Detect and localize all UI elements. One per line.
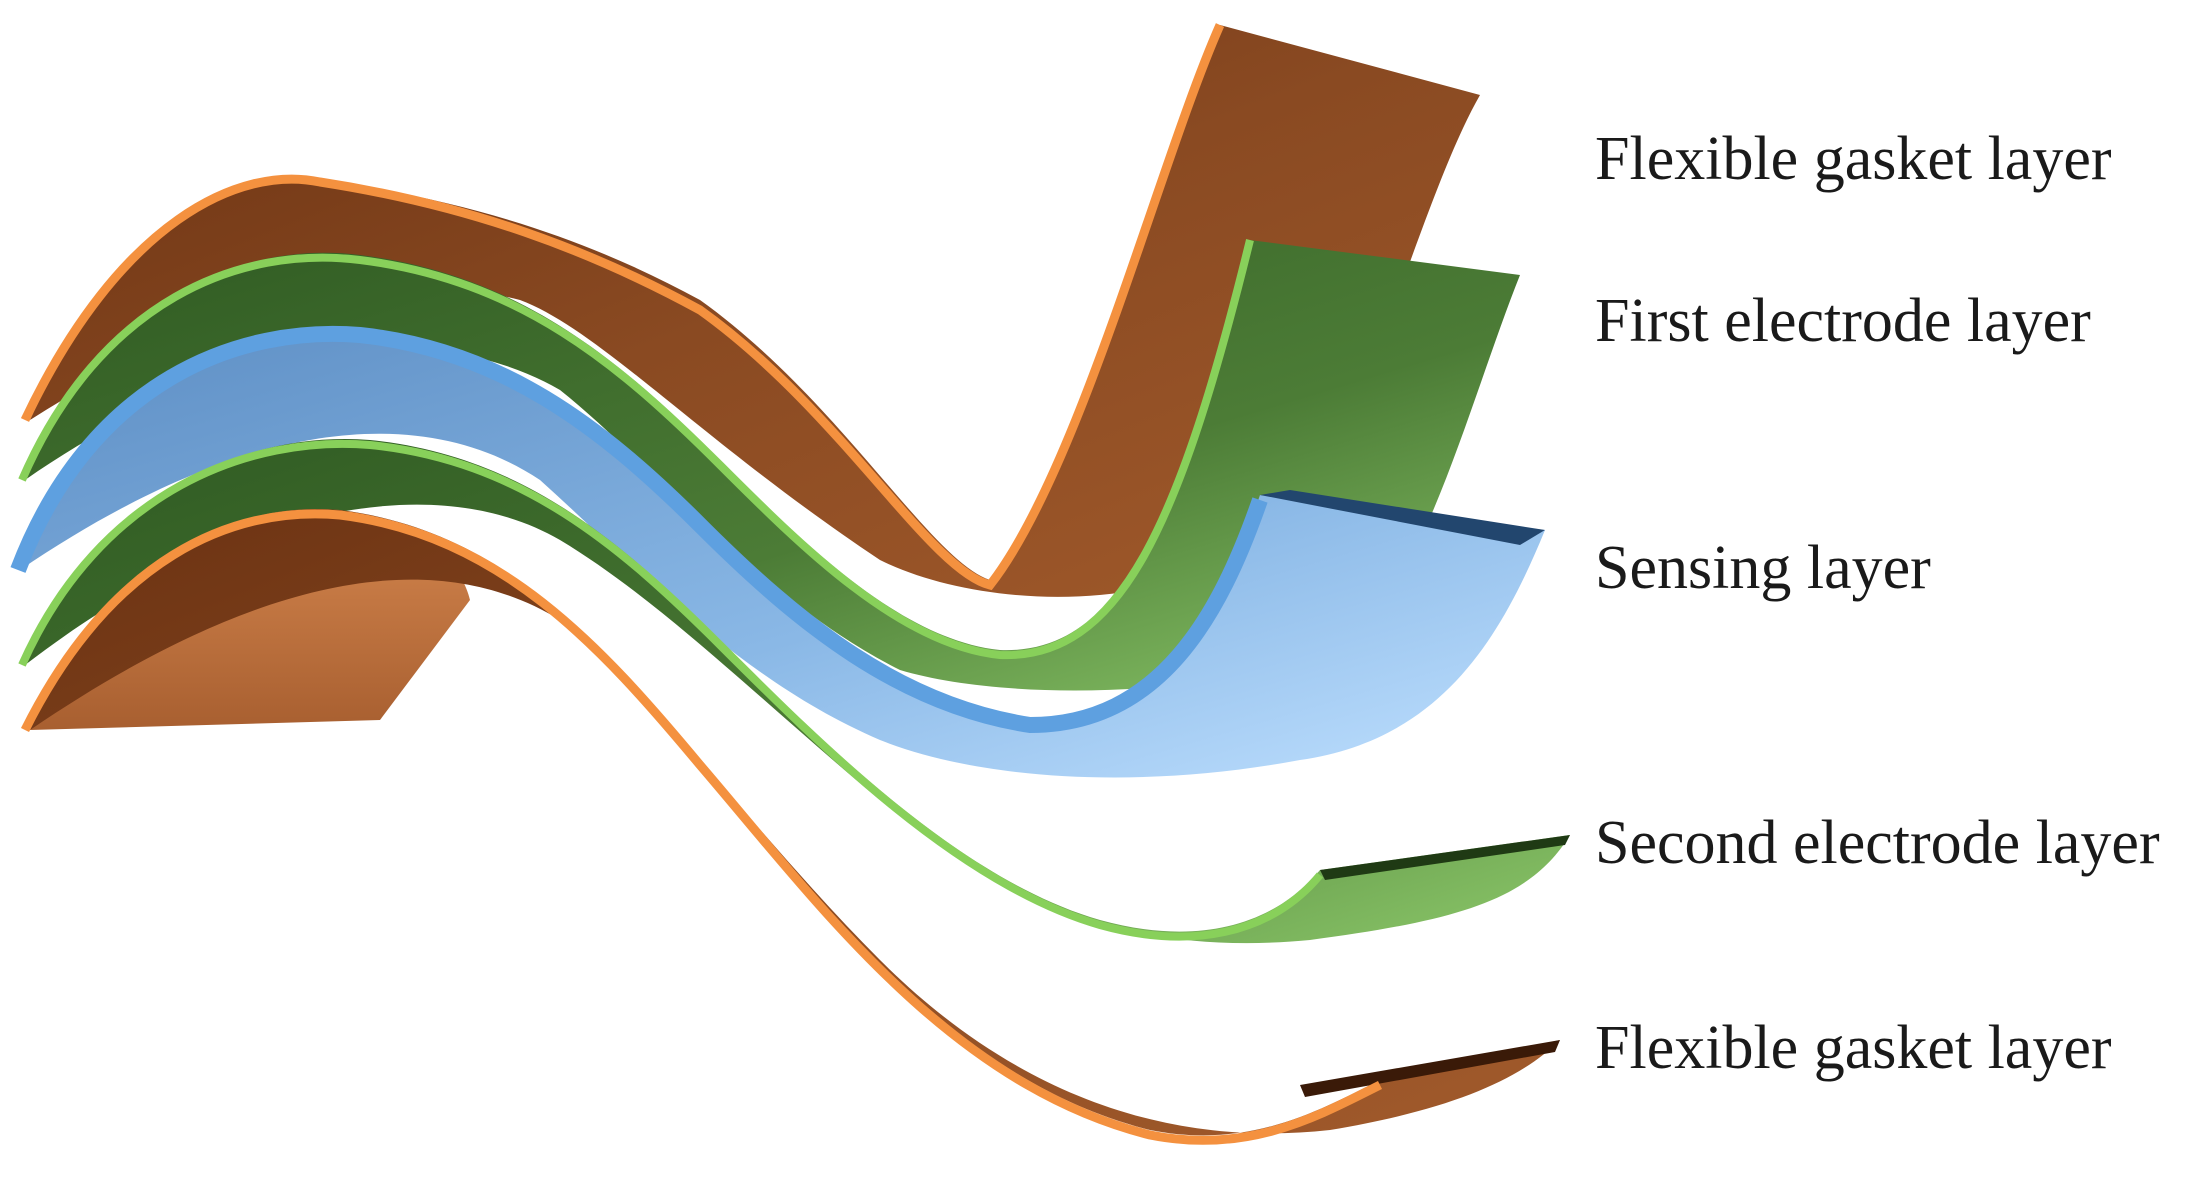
label-first-electrode: First electrode layer — [1595, 287, 2091, 355]
second-electrode-edge — [18, 439, 1324, 941]
second-electrode-layer — [18, 438, 1570, 944]
label-second-electrode: Second electrode layer — [1595, 809, 2160, 877]
first-electrode-layer — [18, 239, 1520, 691]
second-electrode-dark-tip — [1320, 835, 1570, 880]
bottom-gasket-dark-tip — [1300, 1040, 1560, 1097]
top-gasket-layer — [20, 23, 1480, 597]
bottom-gasket-edge — [20, 509, 1383, 1145]
top-gasket-face — [30, 25, 1480, 597]
first-electrode-face — [25, 240, 1520, 691]
first-electrode-edge — [18, 239, 1254, 660]
sensing-edge — [10, 325, 1268, 734]
sensing-layer — [10, 325, 1545, 778]
sensing-dark-top — [1260, 490, 1545, 545]
label-flexible-gasket-bottom: Flexible gasket layer — [1595, 1014, 2112, 1082]
bottom-gasket-layer — [20, 508, 1560, 1145]
label-flexible-gasket-top: Flexible gasket layer — [1595, 125, 2112, 193]
label-sensing: Sensing layer — [1595, 534, 1931, 602]
top-gasket-edge — [20, 23, 1225, 591]
bottom-gasket-face — [30, 508, 1560, 1136]
